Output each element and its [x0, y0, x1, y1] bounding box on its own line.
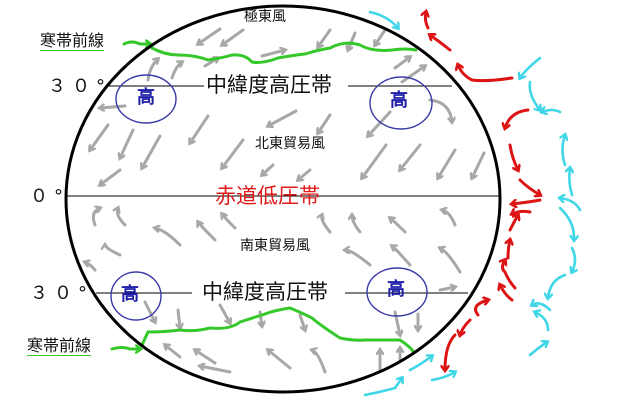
ne-trades-label: 北東貿易風	[255, 136, 325, 152]
se-trades-label: 南東貿易風	[240, 238, 310, 254]
upper-cold-flow-arrows	[363, 10, 582, 397]
high-pressure-mark-se: 高	[387, 279, 405, 300]
latitude-30n-label: ３０°	[48, 76, 111, 97]
surface-wind-arrows	[85, 27, 486, 374]
latitude-lines	[66, 85, 500, 294]
subtropical-high-south-label: 中緯度高圧帯	[200, 280, 330, 304]
polar-fronts	[110, 42, 418, 354]
polar-front-label-north: 寒帯前線	[40, 31, 105, 51]
equatorial-low-label: 赤道低圧帯	[215, 184, 320, 208]
subtropical-high-north-label: 中緯度高圧帯	[204, 73, 334, 97]
high-pressure-mark-ne: 高	[390, 90, 408, 111]
latitude-0-label: ０°	[30, 186, 69, 207]
high-pressure-mark-sw: 高	[121, 284, 139, 305]
earth-outline	[64, 4, 502, 394]
high-cells	[110, 74, 433, 321]
polar-front-label-south: 寒帯前線	[27, 336, 92, 356]
polar-easterlies-label: 極東風	[244, 9, 286, 25]
upper-warm-flow-arrows	[425, 12, 540, 370]
latitude-30s-label: ３０°	[30, 283, 93, 304]
high-pressure-mark-nw: 高	[137, 87, 155, 108]
